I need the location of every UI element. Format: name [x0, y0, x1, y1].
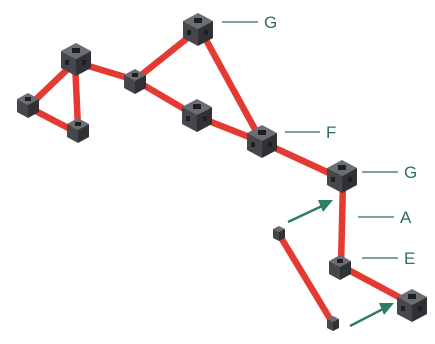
- label-e: E: [404, 249, 415, 268]
- loose-rod-cap-bottom: [327, 316, 339, 331]
- label-a: A: [400, 208, 412, 227]
- connector-bottom-right: [397, 289, 427, 322]
- rod: [131, 28, 199, 84]
- loose-rod-cap-top: [273, 226, 285, 241]
- arrow-to-bottom-connector: [349, 303, 394, 328]
- connector-g-mid: [327, 160, 357, 193]
- rod: [276, 232, 336, 326]
- connector-f: [247, 125, 277, 158]
- rod: [337, 176, 347, 270]
- connector-center: [182, 99, 212, 132]
- label-f: F: [326, 123, 336, 142]
- label-mid-g: G: [404, 163, 417, 182]
- label-top-g: G: [264, 13, 277, 32]
- arrow-to-g: [287, 200, 333, 224]
- connector-left-bottom: [67, 118, 89, 143]
- rod: [201, 34, 266, 146]
- connector-e: [329, 255, 351, 280]
